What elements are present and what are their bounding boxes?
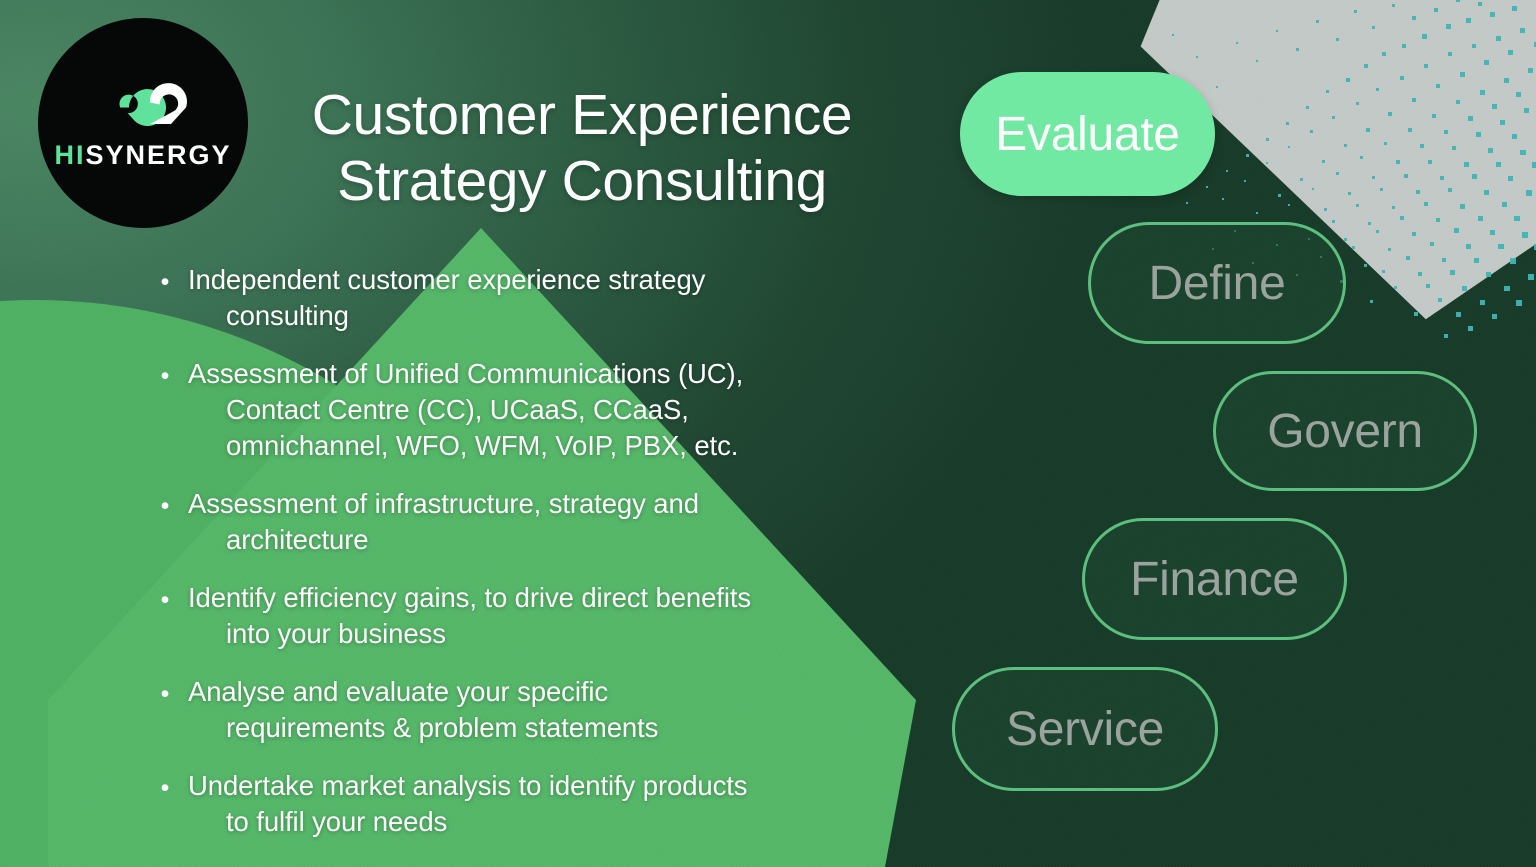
logo-text-hi: HI bbox=[54, 139, 86, 170]
circular-arrows-icon bbox=[119, 82, 187, 126]
list-item-text: Independent customer experience strategy… bbox=[182, 262, 938, 334]
list-item: • Undertake market analysis to identify … bbox=[148, 768, 938, 840]
list-item-line: Contact Centre (CC), UCaaS, CCaaS, bbox=[226, 394, 689, 425]
list-item: • Independent customer experience strate… bbox=[148, 262, 938, 334]
list-item-text: Assessment of infrastructure, strategy a… bbox=[182, 486, 938, 558]
list-item-text: Undertake market analysis to identify pr… bbox=[182, 768, 938, 840]
pill-finance-label: Finance bbox=[1130, 552, 1299, 606]
list-item-line: omnichannel, WFO, WFM, VoIP, PBX, etc. bbox=[226, 430, 739, 461]
page-title-line-1: Customer Experience bbox=[311, 83, 853, 147]
list-item-text: Identify efficiency gains, to drive dire… bbox=[182, 580, 938, 652]
pill-define-label: Define bbox=[1148, 256, 1286, 310]
pill-service-label: Service bbox=[1006, 702, 1164, 756]
pill-evaluate[interactable]: Evaluate bbox=[960, 72, 1215, 196]
list-item-line: Assessment of infrastructure, strategy a… bbox=[188, 488, 699, 519]
list-item: • Identify efficiency gains, to drive di… bbox=[148, 580, 938, 652]
list-item: • Assessment of infrastructure, strategy… bbox=[148, 486, 938, 558]
logo-wordmark: HISYNERGY bbox=[54, 139, 232, 170]
bullet-dot-icon: • bbox=[160, 268, 170, 296]
pill-service[interactable]: Service bbox=[952, 667, 1218, 791]
page-title-line-2: Strategy Consulting bbox=[337, 149, 827, 214]
list-item-line: requirements & problem statements bbox=[226, 712, 659, 743]
list-item-line: Independent customer experience strategy bbox=[188, 264, 706, 295]
pill-define[interactable]: Define bbox=[1088, 222, 1346, 344]
list-item-line: Identify efficiency gains, to drive dire… bbox=[188, 582, 752, 613]
hisynergy-logo: HISYNERGY bbox=[38, 18, 248, 228]
bullet-list: • Independent customer experience strate… bbox=[148, 262, 938, 862]
logo-text-synergy: SYNERGY bbox=[85, 139, 232, 170]
list-item-line: architecture bbox=[226, 524, 369, 555]
list-item-text: Assessment of Unified Communications (UC… bbox=[182, 356, 938, 464]
page-title: Customer Experience Strategy Consulting bbox=[262, 82, 902, 214]
list-item-line: into your business bbox=[226, 618, 446, 649]
list-item-line: Analyse and evaluate your specific bbox=[188, 676, 609, 707]
bullet-dot-icon: • bbox=[160, 586, 170, 614]
list-item-line: to fulfil your needs bbox=[226, 806, 448, 837]
pill-govern-label: Govern bbox=[1267, 404, 1423, 458]
list-item: • Assessment of Unified Communications (… bbox=[148, 356, 938, 464]
list-item-line: consulting bbox=[226, 300, 349, 331]
pill-evaluate-label: Evaluate bbox=[995, 107, 1180, 161]
bullet-dot-icon: • bbox=[160, 492, 170, 520]
bullet-dot-icon: • bbox=[160, 774, 170, 802]
bullet-dot-icon: • bbox=[160, 680, 170, 708]
pill-govern[interactable]: Govern bbox=[1213, 371, 1477, 491]
list-item-text: Analyse and evaluate your specific requir… bbox=[182, 674, 938, 746]
list-item-line: Undertake market analysis to identify pr… bbox=[188, 770, 748, 801]
list-item: • Analyse and evaluate your specific requ… bbox=[148, 674, 938, 746]
list-item-line: Assessment of Unified Communications (UC… bbox=[188, 358, 744, 389]
bullet-dot-icon: • bbox=[160, 362, 170, 390]
pill-finance[interactable]: Finance bbox=[1082, 518, 1347, 640]
